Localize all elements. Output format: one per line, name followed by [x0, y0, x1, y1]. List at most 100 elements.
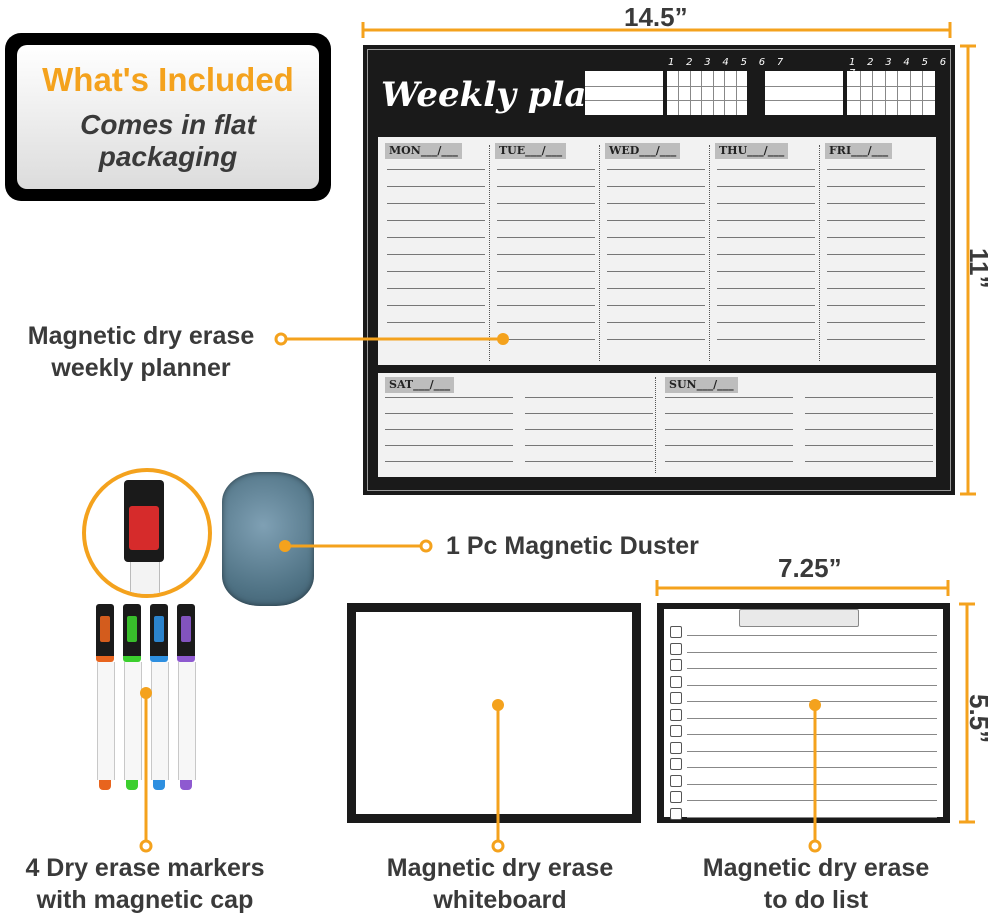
weekday-rule — [497, 339, 595, 340]
todo-rule — [687, 635, 937, 636]
weekday-rule — [497, 322, 595, 323]
marker-tip — [153, 780, 165, 790]
duster-label: 1 Pc Magnetic Duster — [446, 532, 699, 560]
day-fri: FRI___/___ — [825, 143, 893, 159]
weekend-rule — [805, 445, 933, 446]
planner-callout-end — [274, 332, 288, 346]
whiteboard-label-line1: Magnetic dry erase — [386, 854, 614, 882]
day-sat: SAT___/___ — [385, 377, 455, 393]
habit-numbers-right: 1 2 3 4 5 6 7 — [849, 57, 951, 79]
marker-tip — [180, 780, 192, 790]
duster-callout-dot — [279, 540, 291, 552]
habit-grid-row — [847, 85, 935, 87]
todo-checkbox — [670, 675, 682, 688]
whiteboard-callout-dot — [492, 699, 504, 711]
habit-grid-col — [689, 71, 691, 115]
marker-cap-band — [100, 616, 110, 642]
marker-body — [97, 662, 115, 780]
weekday-rule — [717, 288, 815, 289]
weekday-rule — [717, 254, 815, 255]
todo-checkbox — [670, 708, 682, 721]
weekday-rule — [827, 271, 925, 272]
todo-checkbox — [670, 725, 682, 737]
todo-label: Magnetic dry erase to do list — [686, 852, 946, 916]
weekday-rule — [717, 203, 815, 204]
weekday-rule — [827, 169, 925, 170]
todo-rule — [687, 816, 937, 818]
weekday-rule — [717, 322, 815, 323]
day-thu: THU___/___ — [715, 143, 789, 159]
todo-surface — [664, 609, 943, 817]
weekday-rule — [387, 322, 485, 323]
habit-grid-col — [735, 71, 737, 115]
weekday-panel — [378, 137, 936, 365]
weekday-rule — [387, 203, 485, 204]
todo-checkbox — [670, 642, 682, 655]
weekday-rule — [607, 186, 705, 187]
weekend-divider — [655, 377, 656, 473]
weekday-rule — [827, 220, 925, 221]
weekday-rule — [827, 186, 925, 187]
habit-grid-row — [667, 100, 747, 102]
closeup-marker-body — [130, 562, 160, 594]
weekend-rule — [525, 461, 653, 462]
weekday-rule — [827, 322, 925, 323]
habit-grid-col — [678, 71, 680, 115]
weekday-rule — [607, 203, 705, 204]
weekday-rule — [607, 237, 705, 238]
weekday-rule — [497, 203, 595, 204]
todo-checkbox — [670, 692, 682, 704]
weekday-rule — [607, 271, 705, 272]
weekend-rule — [525, 445, 653, 446]
marker-cap-band — [181, 616, 191, 642]
whiteboard-callout-end — [491, 839, 505, 853]
planner-label-line1: Magnetic dry erase — [27, 322, 255, 350]
weekday-rule — [827, 305, 925, 306]
markers-label: 4 Dry erase markers with magnetic cap — [14, 852, 276, 916]
todo-rule — [687, 717, 937, 719]
weekday-rule — [607, 305, 705, 306]
marker-body — [124, 662, 142, 780]
weekly-planner-board: Weekly plan 1 2 3 4 5 6 7 1 2 3 4 5 6 7 … — [363, 45, 955, 495]
habit-grid-col — [724, 71, 726, 115]
weekend-rule — [665, 461, 793, 462]
todo-rule — [687, 750, 937, 752]
weekend-rule — [525, 429, 653, 430]
badge-subtitle-1: Comes in flat — [80, 109, 256, 140]
todo-checkbox — [670, 626, 682, 638]
weekend-rule — [525, 397, 653, 398]
todo-checkbox — [670, 741, 682, 754]
habit-grid-col — [859, 71, 861, 115]
whiteboard-surface — [356, 612, 632, 814]
weekday-rule — [387, 220, 485, 221]
planner-title: Weekly plan — [381, 75, 612, 115]
todo-checkbox — [670, 758, 682, 770]
markers-callout-end — [139, 839, 153, 853]
marker-cap-band — [127, 616, 137, 642]
weekday-rule — [497, 254, 595, 255]
habit-grid-col — [701, 71, 703, 115]
todo-rule — [687, 783, 937, 785]
weekday-rule — [387, 237, 485, 238]
weekend-rule — [805, 413, 933, 414]
weekday-rule — [717, 339, 815, 340]
whiteboard-label-line2: whiteboard — [433, 886, 567, 914]
habit-box-right — [765, 71, 843, 115]
weekday-rule — [607, 220, 705, 221]
weekday-rule — [827, 254, 925, 255]
weekend-rule — [805, 397, 933, 398]
habit-grid-col — [897, 71, 899, 115]
weekday-rule — [827, 288, 925, 289]
todo-rule — [687, 734, 937, 735]
weekend-rule — [525, 413, 653, 414]
weekend-panel — [378, 373, 936, 477]
todo-callout-end — [808, 839, 822, 853]
board-frame — [367, 49, 951, 491]
duster-callout-end — [419, 539, 433, 553]
habit-box-row — [765, 100, 843, 102]
markers-label-line2: with magnetic cap — [36, 886, 254, 914]
weekday-rule — [717, 305, 815, 306]
weekend-rule — [385, 413, 513, 414]
weekday-rule — [387, 305, 485, 306]
day-sun: SUN___/___ — [665, 377, 738, 393]
